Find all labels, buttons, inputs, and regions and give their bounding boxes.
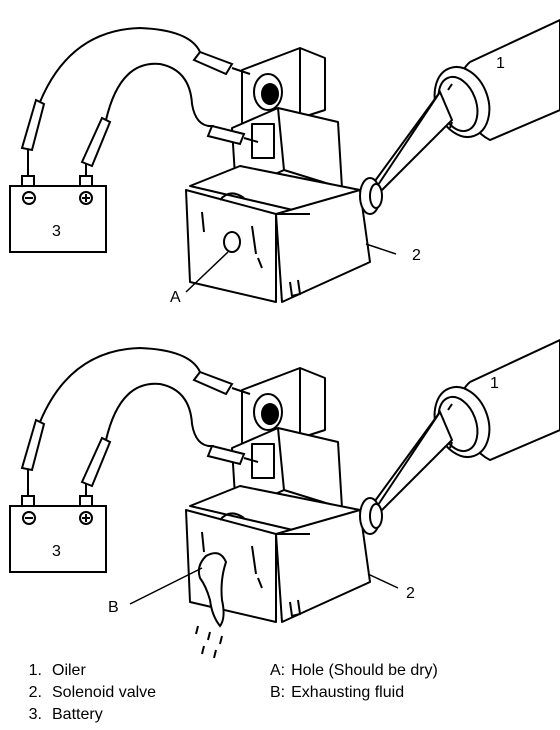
legend-item-a: A:Hole (Should be dry) [270, 662, 438, 679]
leader-2-top [365, 243, 397, 255]
bottom-scene [9, 339, 560, 659]
legend-left: 1.Oiler 2.Solenoid valve 3.Battery [20, 660, 156, 726]
callout-1-top: 1 [496, 55, 505, 72]
exhausting-fluid [195, 552, 228, 659]
callout-2-bottom: 2 [406, 585, 415, 602]
legend-item-b: B:Exhausting fluid [270, 684, 405, 701]
callout-a: A [170, 289, 181, 306]
legend-item-1: 1.Oiler [28, 662, 86, 679]
legend-item-3: 3.Battery [28, 706, 103, 723]
callout-1-bottom: 1 [490, 375, 499, 392]
leader-2-bottom [367, 573, 399, 589]
callout-3-top: 3 [52, 223, 61, 240]
hole-a [223, 231, 241, 253]
legend-item-2: 2.Solenoid valve [28, 684, 157, 701]
top-scene [9, 19, 560, 303]
legend-right: A:Hole (Should be dry) B:Exhausting flui… [270, 660, 438, 704]
callout-2-top: 2 [412, 247, 421, 264]
leader-a [185, 251, 229, 293]
callout-b: B [108, 599, 119, 616]
leader-b [129, 567, 203, 605]
callout-3-bottom: 3 [52, 543, 61, 560]
